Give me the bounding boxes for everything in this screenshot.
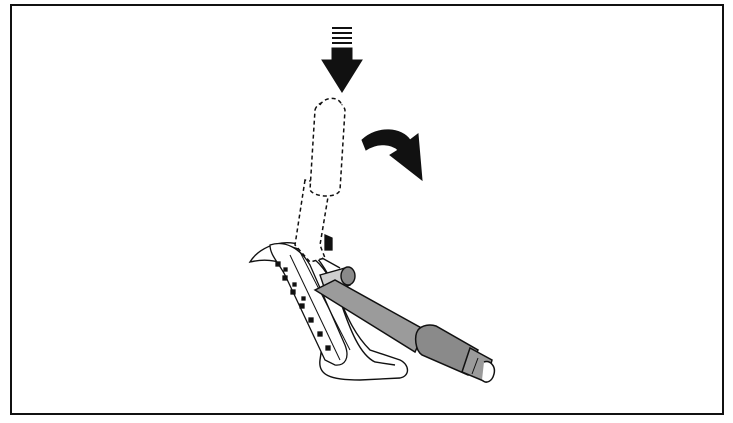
ratchet-teeth xyxy=(275,261,331,351)
figure-border xyxy=(10,4,724,415)
ratchet-guide-plate xyxy=(269,242,351,366)
pivot-bracket xyxy=(321,234,341,269)
push-down-arrow-icon xyxy=(321,27,363,93)
release-curved-arrow-icon xyxy=(361,129,423,182)
lever-raised-position xyxy=(294,97,346,263)
lever-grip xyxy=(414,324,496,384)
